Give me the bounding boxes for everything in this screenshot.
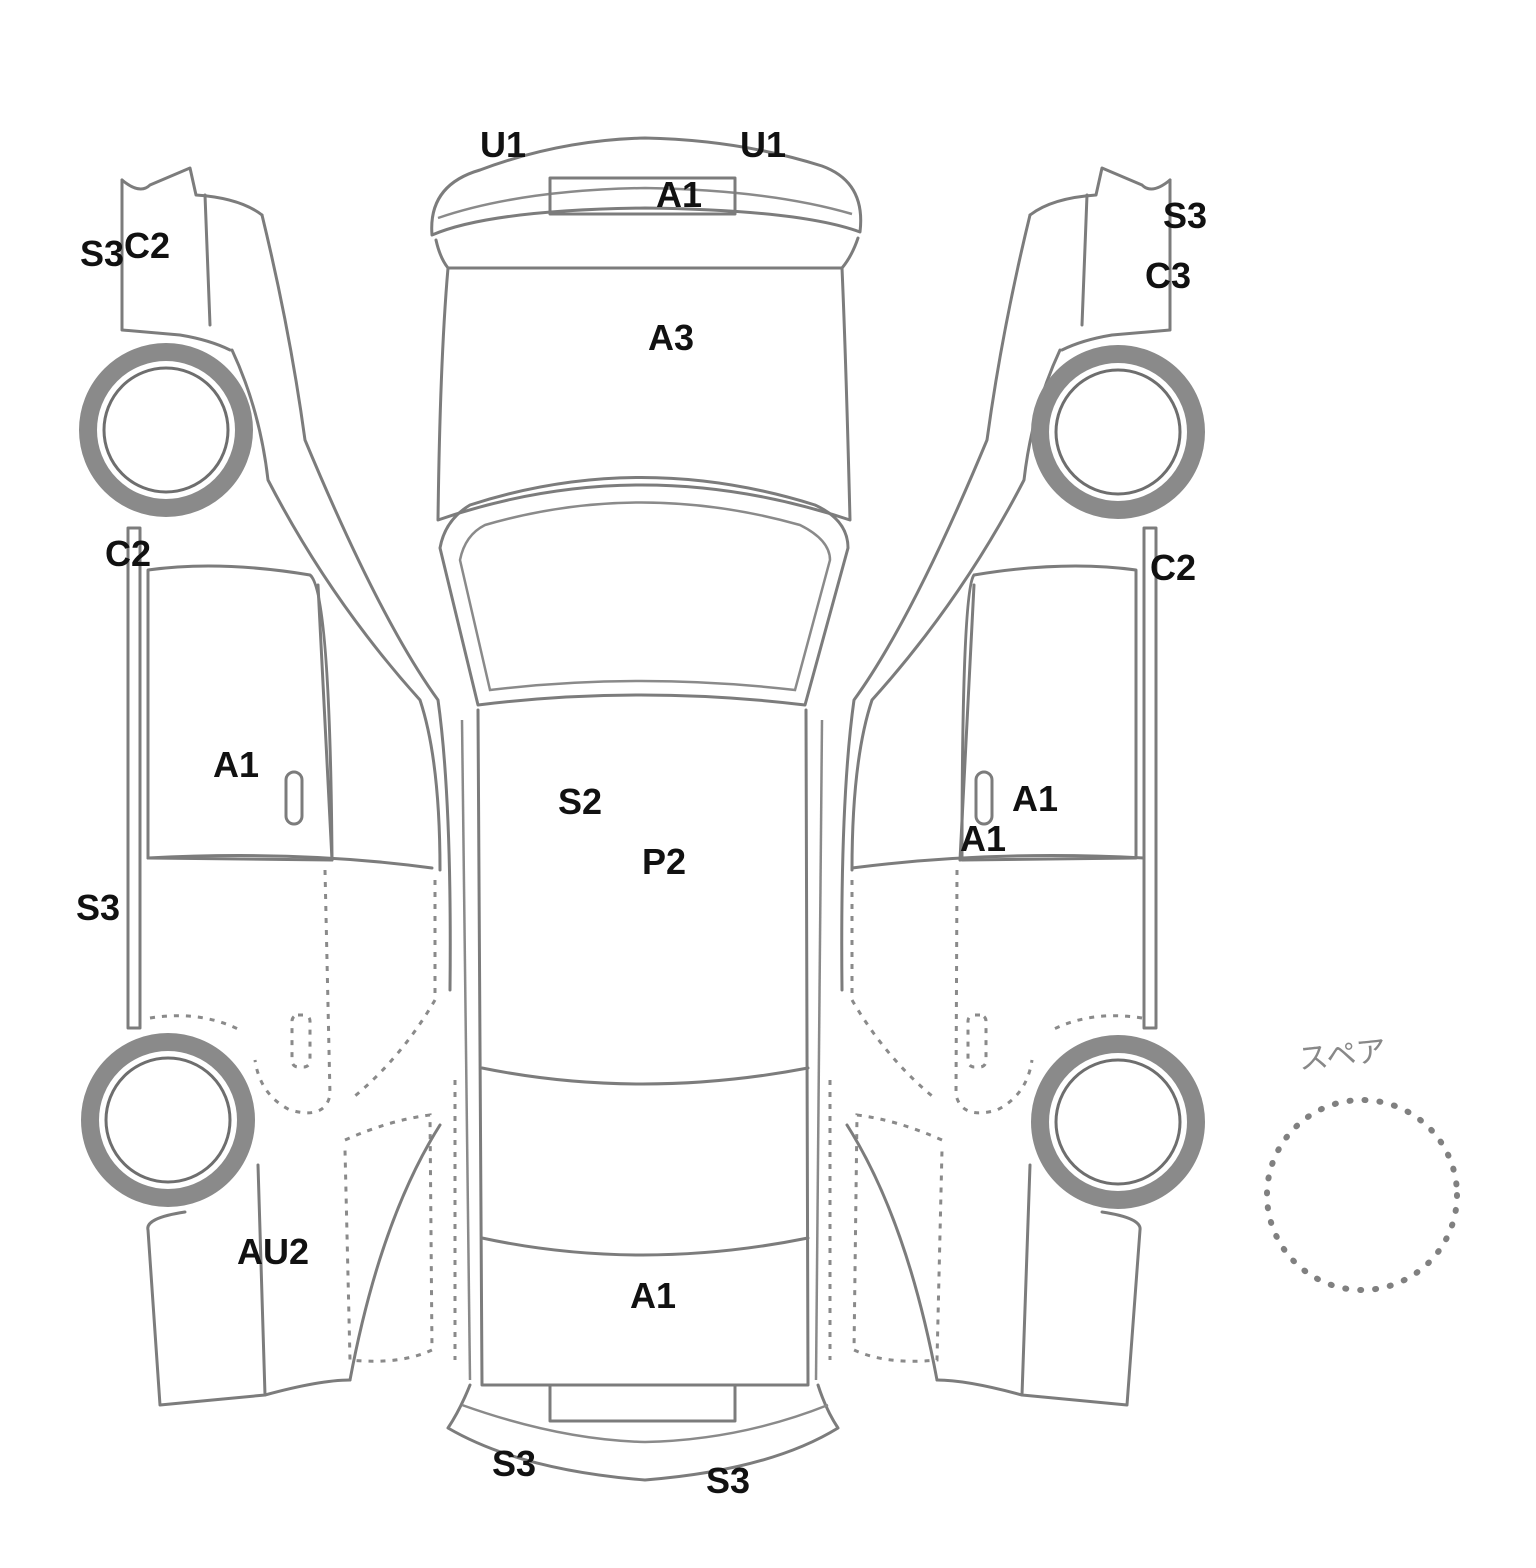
spare-label: スペア [1296, 1033, 1388, 1078]
code-trunk: A1 [630, 1275, 677, 1316]
code-right-door-a1-lower: A1 [960, 818, 1007, 859]
top-view-car [430, 136, 863, 1482]
left-side-car [79, 166, 457, 1407]
code-left-front-c2: C2 [124, 225, 171, 266]
code-rear-bumper-right: S3 [706, 1460, 751, 1501]
code-top-bumper-right: U1 [740, 124, 787, 165]
hood-panel [436, 266, 852, 522]
spare-tire-outline [1264, 1097, 1460, 1293]
code-left-sill: S3 [76, 887, 121, 928]
right-side-car [828, 166, 1205, 1407]
left-front-door [146, 564, 334, 862]
code-top-grille: A1 [656, 174, 703, 215]
code-right-pillar-c2: C2 [1150, 547, 1197, 588]
code-left-door: A1 [213, 744, 260, 785]
code-left-rear-quarter: AU2 [237, 1231, 310, 1272]
code-right-door-a1: A1 [1012, 778, 1059, 819]
code-roof-center: P2 [642, 841, 687, 882]
code-left-front-s3: S3 [80, 233, 125, 274]
windshield [438, 476, 850, 707]
code-hood: A3 [648, 317, 695, 358]
rear-window-line [480, 1066, 810, 1086]
code-top-bumper-left: U1 [480, 124, 527, 165]
code-left-pillar-c2: C2 [105, 533, 152, 574]
code-roof-upper: S2 [558, 781, 603, 822]
code-right-front-c3: C3 [1145, 255, 1192, 296]
code-right-front-s3: S3 [1163, 195, 1208, 236]
trunk-line [480, 1236, 810, 1257]
code-rear-bumper-left: S3 [492, 1443, 537, 1484]
